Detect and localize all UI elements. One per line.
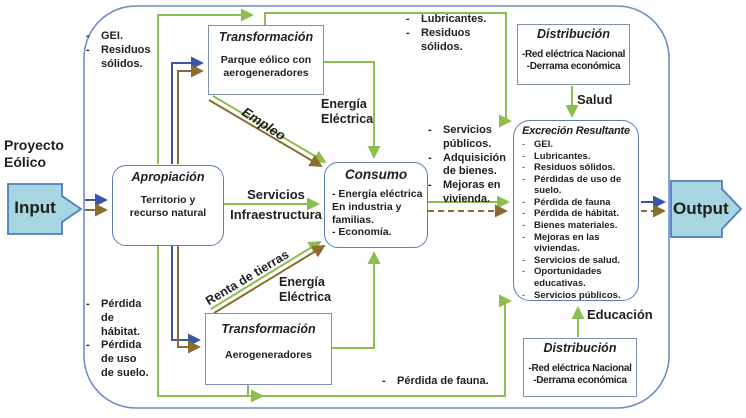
output-label: Output (673, 199, 729, 218)
transformacion-bottom-title: Transformación (221, 322, 316, 336)
list-item: -Lubricantes. (522, 150, 591, 162)
consumo-title: Consumo (344, 167, 408, 182)
apropiacion-title: Apropiación (131, 170, 205, 184)
list-item: -Pérdida de fauna. (382, 375, 489, 387)
notes-bottom-mid: -Pérdida de fauna. (382, 375, 527, 389)
notes-top-mid: -Lubricantes.-Residuos sólidos. (406, 13, 496, 54)
arrow-apropiacion-down-blue (171, 246, 201, 347)
input-label: Input (14, 198, 56, 217)
arrow-empleo-green (212, 95, 327, 163)
excrecion-list: -GEI.-Lubricantes.-Residuos sólidos.-Pér… (514, 139, 638, 301)
list-item: -Lubricantes. (406, 13, 487, 25)
list-item: -Servicios públicos. (522, 289, 621, 301)
list-item: -Residuos sólidos. (406, 26, 471, 53)
arrow-apropiacion-up-blue (171, 56, 204, 164)
list-item: -Servicios públicos. (428, 124, 492, 150)
arrow-renta-green (210, 240, 322, 310)
distribucion-top-title: Distribución (537, 27, 610, 41)
notes-top-left: -GEI.-Residuos sólidos. (86, 30, 164, 71)
distribucion-top-body: -Red eléctrica Nacional -Derrama económi… (521, 49, 626, 73)
project-label: Proyecto Eólico (4, 137, 64, 170)
list-item: -Residuos sólidos. (86, 43, 151, 70)
apropiacion-box: Apropiación Territorio y recurso natural (112, 165, 224, 246)
distribucion-bottom-box: Distribución -Red eléctrica Nacional -De… (523, 338, 637, 397)
servicios-infraestructura-label: Servicios Infraestructura (230, 187, 322, 223)
list-item: -Mejoras en las viviendas. (522, 231, 600, 255)
consumo-body: - Energía eléctrica En industria y famil… (332, 188, 423, 239)
input-arrow-shape (7, 183, 83, 235)
arrow-renta-brown (213, 244, 326, 314)
list-item: -Pérdida de uso de suelo. (86, 339, 149, 379)
transformacion-top-body: Parque eólico con aerogeneradores (220, 54, 312, 79)
energia-electrica-bottom-label: Energía Eléctrica (279, 275, 332, 304)
list-item: -Residuos sólidos. (522, 162, 616, 174)
arrow-apropiacion-down-brown (177, 246, 201, 354)
notes-mid-right: -Servicios públicos.-Adquisición de bien… (428, 124, 514, 207)
excrecion-box: Excreción Resultante -GEI.-Lubricantes.-… (513, 120, 639, 301)
arrow-lubricantes-to-excrecion (264, 12, 512, 128)
list-item: -Pérdida de hábitat. (522, 208, 619, 220)
arrow-apropiacion-to-top (157, 8, 254, 164)
salud-label: Salud (577, 92, 613, 107)
excrecion-title: Excreción Resultante (522, 125, 630, 137)
system-boundary (83, 5, 670, 409)
educacion-label: Educación (587, 307, 653, 322)
list-item: -Servicios de salud. (522, 254, 621, 266)
list-item: -Mejoras en vivienda. (428, 179, 501, 205)
transformacion-bottom-box: Transformación Aerogeneradores (205, 313, 332, 385)
list-item: -Oportunidades educativas. (522, 266, 602, 289)
transformacion-bottom-body: Aerogeneradores (225, 349, 312, 361)
distribucion-bottom-title: Distribución (543, 341, 617, 355)
energia-electrica-top-label: Energía Eléctrica (321, 97, 374, 126)
transformacion-top-title: Transformación (218, 30, 314, 44)
notes-bottom-left: -Pérdida de hábitat.-Pérdida de uso de s… (86, 298, 152, 381)
arrow-perdida-fauna-to-excrecion (157, 246, 512, 397)
list-item: -GEI. (522, 139, 554, 150)
list-item: -Pérdida de fauna (522, 196, 611, 208)
arrow-empleo-brown (208, 99, 323, 167)
arrow-energia-top (324, 61, 381, 159)
distribucion-bottom-body: -Red eléctrica Nacional -Derrama económi… (528, 363, 632, 387)
list-item: -Bienes materiales. (522, 220, 618, 232)
distribucion-top-box: Distribución -Red eléctrica Nacional -De… (517, 24, 630, 85)
list-item: -GEI. (86, 30, 124, 42)
transformacion-top-box: Transformación Parque eólico con aerogen… (208, 25, 324, 95)
arrow-energia-bottom (332, 251, 381, 349)
list-item: -Pérdida de hábitat. (86, 298, 142, 338)
arrow-apropiacion-up-brown (177, 64, 204, 164)
consumo-box: Consumo - Energía eléctrica En industria… (324, 162, 428, 248)
list-item: -Adquisición de bienes. (428, 151, 506, 178)
list-item: -Pérdidas de uso de suelo. (522, 173, 622, 197)
output-arrow-shape (670, 180, 743, 238)
apropiacion-body: Territorio y recurso natural (129, 194, 207, 219)
